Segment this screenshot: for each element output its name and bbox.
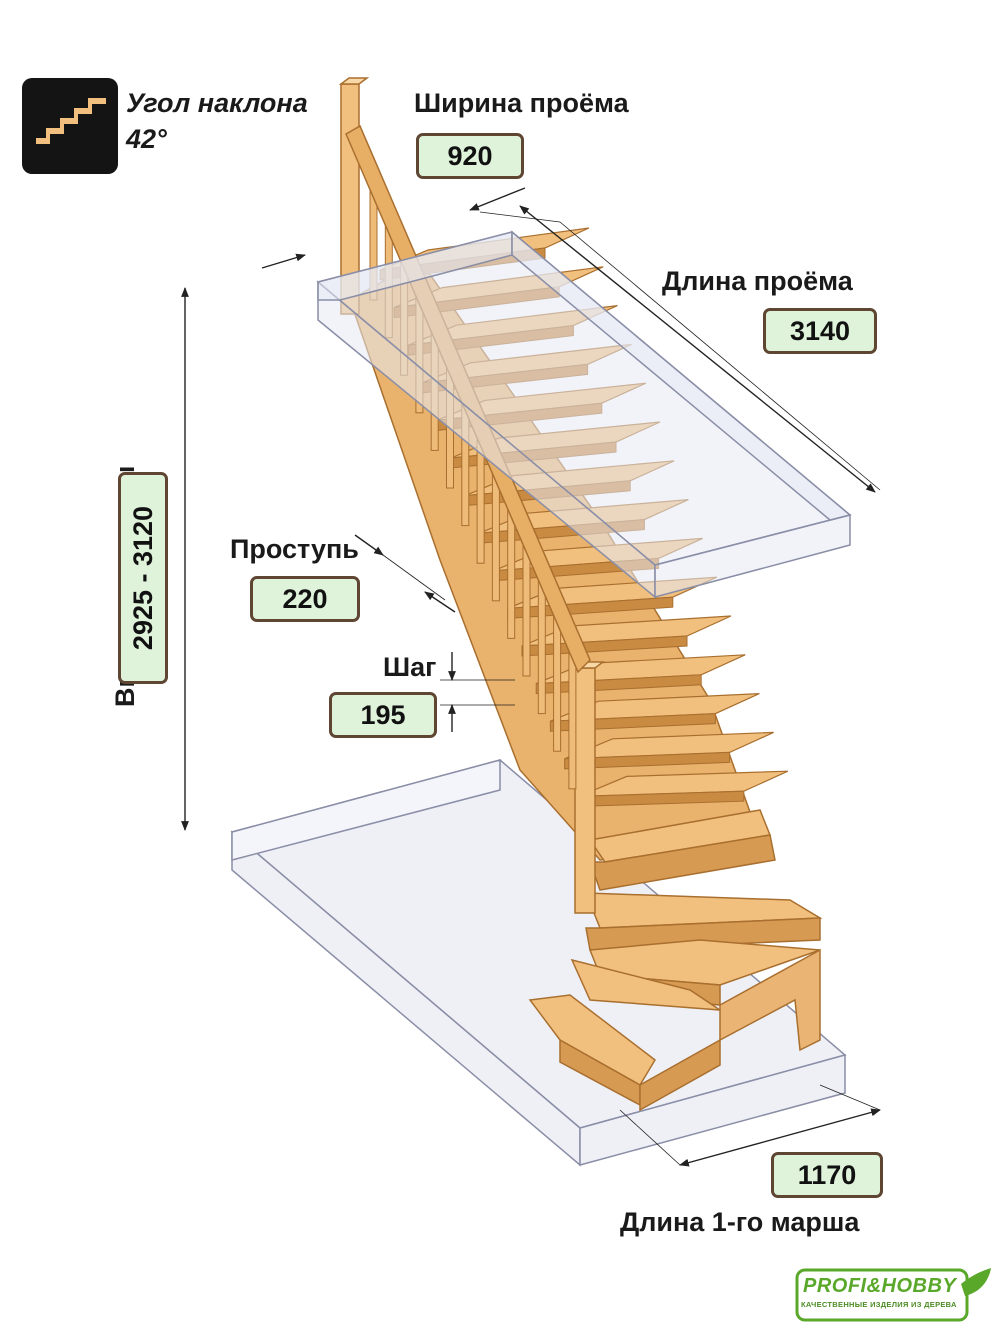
opening-length-value: 3140 <box>763 308 877 354</box>
angle-value: 42° <box>126 124 167 154</box>
first-flight-length-label: Длина 1-го марша <box>620 1207 860 1237</box>
dimension-lines <box>181 187 881 1167</box>
tread-value: 220 <box>250 576 360 622</box>
tread-nosing <box>521 635 688 657</box>
angle-title: Угол наклона <box>126 88 308 118</box>
opening-length-label: Длина проёма <box>662 266 853 296</box>
step-label: Шаг <box>383 652 437 682</box>
stair-height-value-group: 2925 - 3120 <box>118 472 168 684</box>
stairs-icon <box>22 78 118 174</box>
opening-width-label: Ширина проёма <box>414 88 629 118</box>
logo-tagline: КАЧЕСТВЕННЫЕ ИЗДЕЛИЯ ИЗ ДЕРЕВА <box>801 1300 957 1309</box>
stair-height-value: 2925 - 3120 <box>118 472 168 684</box>
brand-logo: PROFI&HOBBY КАЧЕСТВЕННЫЕ ИЗДЕЛИЯ ИЗ ДЕРЕ… <box>793 1266 993 1326</box>
first-flight-length-value: 1170 <box>771 1152 883 1198</box>
opening-width-value: 920 <box>416 133 524 179</box>
tread-nosing <box>564 751 731 770</box>
step-value: 195 <box>329 692 437 738</box>
winder-steps <box>528 809 823 1112</box>
tread-label: Проступь <box>230 534 359 564</box>
logo-name: PROFI&HOBBY <box>803 1275 957 1297</box>
